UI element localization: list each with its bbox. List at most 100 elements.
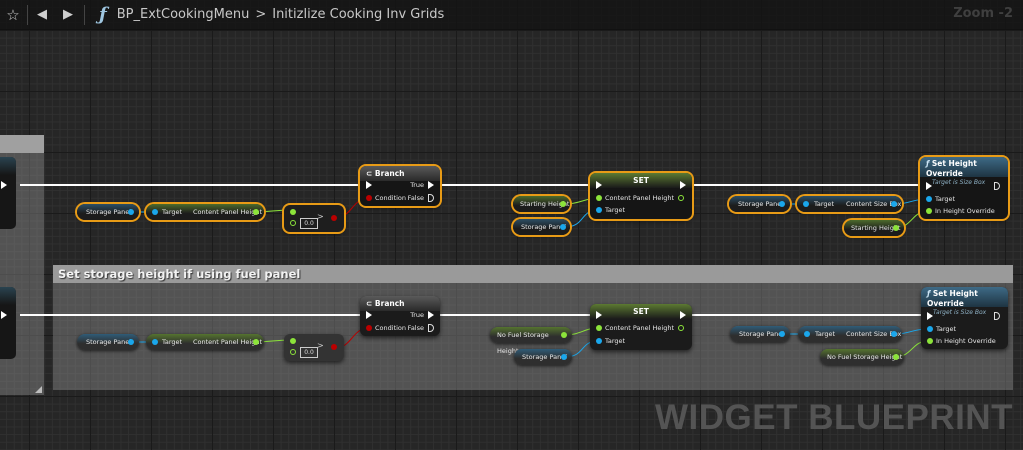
set-node[interactable]: SET Content Panel Height Target xyxy=(590,173,692,219)
literal-value[interactable]: 0.0 xyxy=(300,218,318,229)
literal-value[interactable]: 0.0 xyxy=(300,347,318,358)
float-out-pin[interactable] xyxy=(678,195,684,201)
breadcrumb-blueprint[interactable]: BP_ExtCookingMenu xyxy=(116,7,250,22)
pin-label: Content Size Box xyxy=(846,330,902,338)
entry-node[interactable] xyxy=(0,287,16,359)
set-node[interactable]: SET Content Panel Height Target xyxy=(590,304,692,350)
float-out-pin[interactable] xyxy=(253,339,259,345)
breadcrumb-separator-icon: > xyxy=(255,7,267,22)
object-pin[interactable] xyxy=(128,339,134,345)
greater-than-node[interactable]: 0.0 > xyxy=(284,205,344,232)
content-panel-height-getter[interactable]: Target Content Panel Height xyxy=(146,204,264,220)
back-arrow-icon[interactable]: ◀ xyxy=(37,7,47,22)
storage-panel-getter[interactable]: Storage Panel xyxy=(729,196,790,212)
true-exec-pin[interactable] xyxy=(428,311,434,319)
function-icon: ƒ xyxy=(926,159,932,168)
float-out-pin[interactable] xyxy=(253,209,259,215)
bool-out-pin[interactable] xyxy=(331,215,337,221)
resize-handle[interactable] xyxy=(35,386,42,393)
content-size-box-getter[interactable]: Target Content Size Box xyxy=(798,326,902,342)
height-pin[interactable] xyxy=(927,338,933,344)
node-header: ƒ Set Height Override Target is Size Box xyxy=(921,287,1008,316)
condition-pin[interactable] xyxy=(366,195,372,201)
target-pin[interactable] xyxy=(152,209,158,215)
exec-in-pin[interactable] xyxy=(927,312,933,320)
node-header: ⊂ Branch xyxy=(360,166,440,181)
float-in-pin[interactable] xyxy=(290,349,296,355)
float-in-pin[interactable] xyxy=(290,338,296,344)
exec-out-pin[interactable] xyxy=(994,182,1000,190)
variable-label: No Fuel Storage Height xyxy=(497,331,549,355)
starting-height-getter[interactable]: Starting Height xyxy=(513,196,570,212)
node-header: SET xyxy=(590,173,692,188)
object-pin[interactable] xyxy=(128,209,134,215)
no-fuel-storage-height-getter[interactable]: No Fuel Storage Height xyxy=(820,349,904,365)
variable-label: Storage Panel xyxy=(738,200,784,208)
storage-panel-getter[interactable]: Storage Panel xyxy=(730,326,790,342)
height-pin[interactable] xyxy=(926,208,932,214)
exec-in-pin[interactable] xyxy=(366,311,372,319)
comment-box-upper[interactable] xyxy=(0,135,44,153)
object-pin[interactable] xyxy=(779,331,785,337)
storage-panel-getter[interactable]: Storage Panel xyxy=(513,219,570,235)
float-in-pin[interactable] xyxy=(290,220,296,226)
pin-label: Target xyxy=(936,325,957,333)
object-out-pin[interactable] xyxy=(891,331,897,337)
exec-in-pin[interactable] xyxy=(596,181,602,189)
target-pin[interactable] xyxy=(596,207,602,213)
greater-than-node[interactable]: 0.0 > xyxy=(284,334,344,361)
exec-in-pin[interactable] xyxy=(366,181,372,189)
exec-out-pin[interactable] xyxy=(680,181,686,189)
starting-height-getter[interactable]: Starting Height xyxy=(844,220,904,236)
object-out-pin[interactable] xyxy=(891,201,897,207)
comment-title[interactable]: Set storage height if using fuel panel xyxy=(53,265,1013,283)
no-fuel-storage-height-getter[interactable]: No Fuel Storage Height xyxy=(490,327,572,355)
target-pin[interactable] xyxy=(596,338,602,344)
branch-node[interactable]: ⊂ Branch True Condition False xyxy=(360,166,440,206)
star-icon[interactable]: ☆ xyxy=(6,5,20,24)
storage-panel-getter[interactable]: Storage Panel xyxy=(514,349,572,365)
condition-pin[interactable] xyxy=(366,325,372,331)
false-exec-pin[interactable] xyxy=(428,324,434,332)
variable-label: Storage Panel xyxy=(521,223,567,231)
exec-out-pin[interactable] xyxy=(994,312,1000,320)
float-in-pin[interactable] xyxy=(290,209,296,215)
float-in-pin[interactable] xyxy=(596,195,602,201)
pin-label: Target xyxy=(162,208,183,216)
float-pin[interactable] xyxy=(560,201,566,207)
float-pin[interactable] xyxy=(893,354,899,360)
false-exec-pin[interactable] xyxy=(428,194,434,202)
false-label: False xyxy=(407,324,424,332)
branch-node[interactable]: ⊂ Branch True Condition False xyxy=(360,296,440,336)
target-pin[interactable] xyxy=(927,326,933,332)
float-pin[interactable] xyxy=(561,332,567,338)
exec-out-pin[interactable] xyxy=(680,311,686,319)
object-pin[interactable] xyxy=(779,201,785,207)
exec-in-pin[interactable] xyxy=(926,182,932,190)
exec-out-pin[interactable] xyxy=(1,181,7,189)
bool-out-pin[interactable] xyxy=(331,344,337,350)
object-pin[interactable] xyxy=(560,224,566,230)
float-in-pin[interactable] xyxy=(596,325,602,331)
content-panel-height-getter[interactable]: Target Content Panel Height xyxy=(146,334,264,350)
branch-icon: ⊂ xyxy=(366,169,375,178)
target-pin[interactable] xyxy=(152,339,158,345)
set-height-override-node[interactable]: ƒ Set Height Override Target is Size Box… xyxy=(920,157,1008,219)
target-pin[interactable] xyxy=(803,201,809,207)
exec-in-pin[interactable] xyxy=(596,311,602,319)
target-pin[interactable] xyxy=(804,331,810,337)
storage-panel-getter[interactable]: Storage Panel xyxy=(77,204,139,220)
float-pin[interactable] xyxy=(893,225,899,231)
target-pin[interactable] xyxy=(926,196,932,202)
entry-node[interactable] xyxy=(0,157,16,229)
float-out-pin[interactable] xyxy=(678,325,684,331)
set-height-override-node[interactable]: ƒ Set Height Override Target is Size Box… xyxy=(921,287,1008,349)
storage-panel-getter[interactable]: Storage Panel xyxy=(77,334,139,350)
breadcrumb-function[interactable]: Initizlize Cooking Inv Grids xyxy=(272,7,445,22)
forward-arrow-icon[interactable]: ▶ xyxy=(63,7,73,22)
content-size-box-getter[interactable]: Target Content Size Box xyxy=(797,196,902,212)
exec-out-pin[interactable] xyxy=(1,311,7,319)
pin-label: Content Panel Height xyxy=(193,338,263,346)
object-pin[interactable] xyxy=(561,354,567,360)
true-exec-pin[interactable] xyxy=(428,181,434,189)
